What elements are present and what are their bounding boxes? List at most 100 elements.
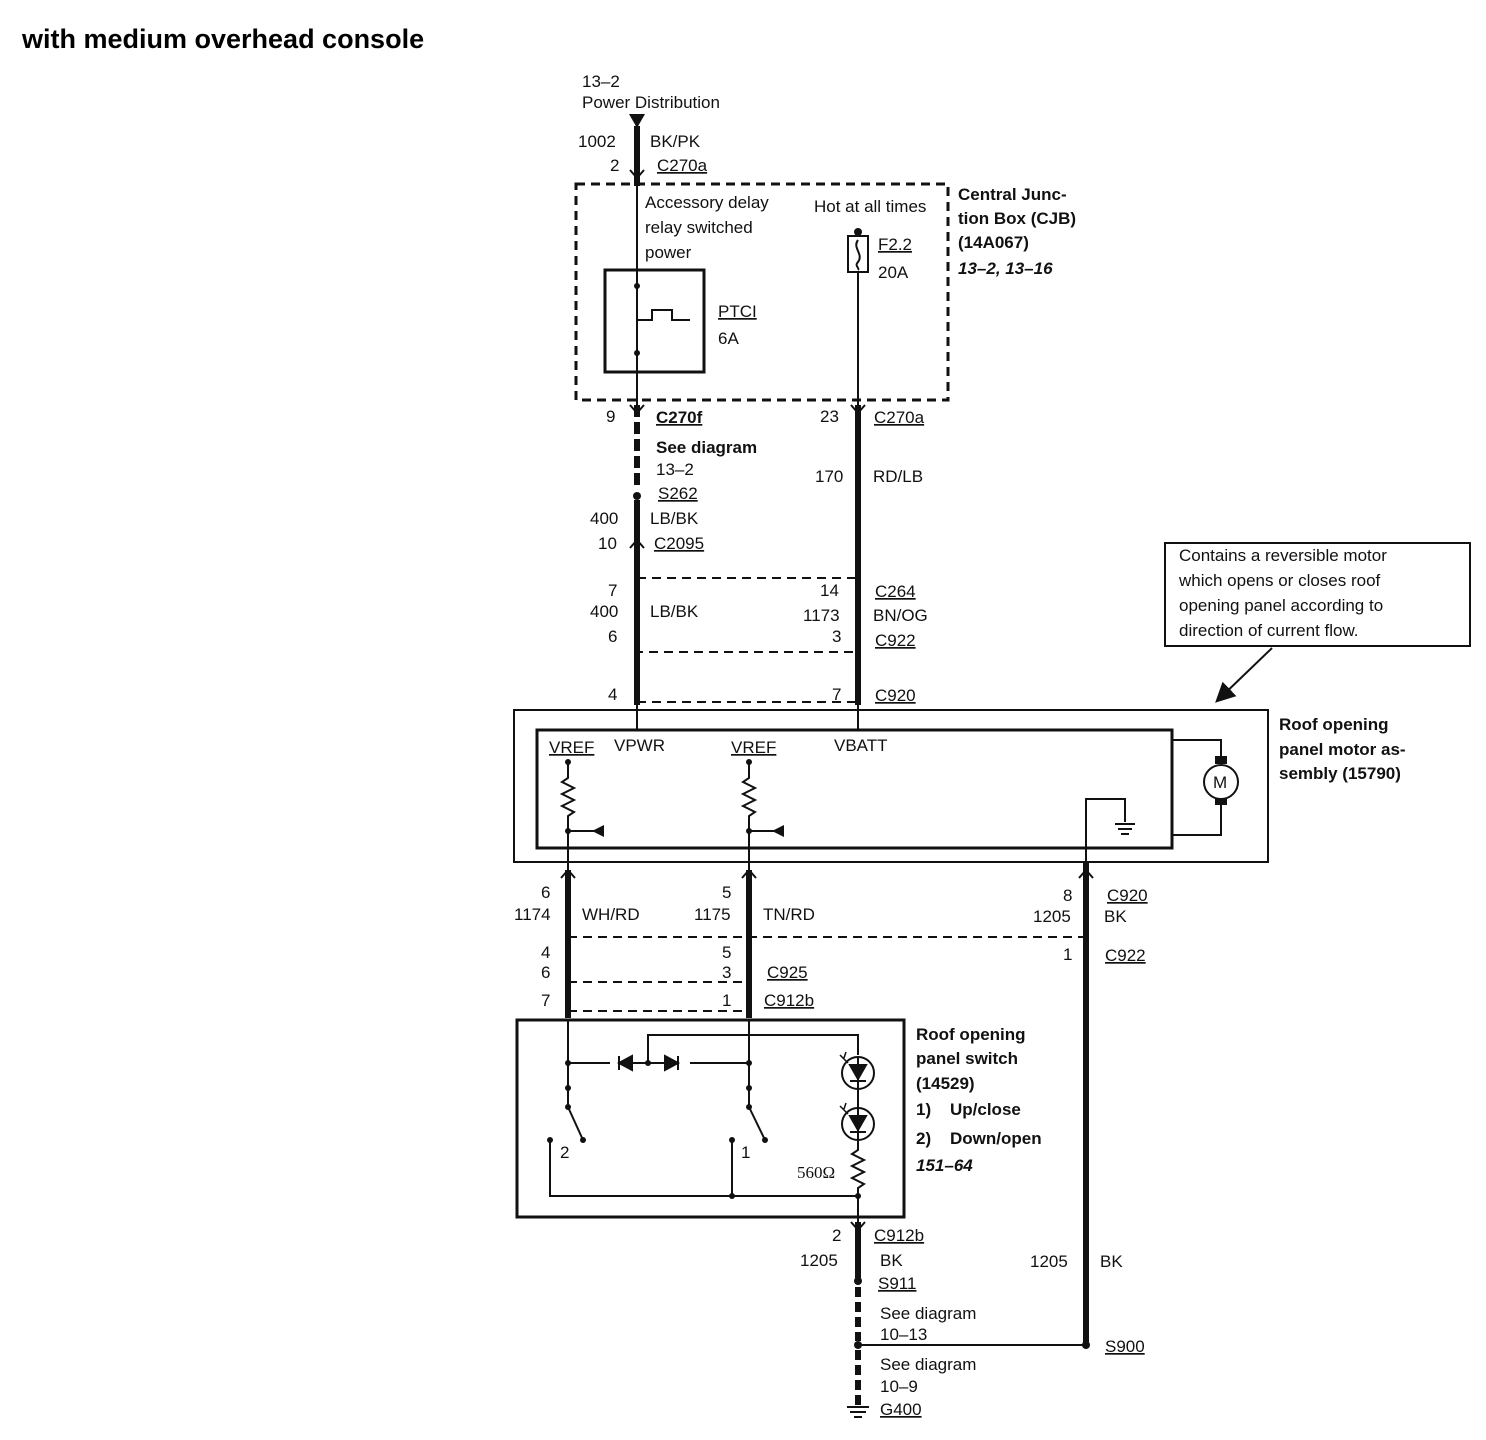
fuse-rating: 20A — [878, 263, 909, 282]
connector-c270a-top: C270a — [657, 156, 708, 175]
connector-c922-bottom: C922 — [1105, 946, 1146, 965]
switch-box — [515, 1018, 906, 1219]
source-label: Power Distribution — [582, 93, 720, 112]
see-diagram-10-13-l1: See diagram — [880, 1304, 976, 1323]
vpwr-label: VPWR — [614, 736, 665, 755]
accessory-line-1: Accessory delay — [645, 193, 769, 212]
motor-leads — [1172, 739, 1222, 836]
switch-name-2: panel switch — [916, 1049, 1018, 1068]
connector-chevron-icon — [629, 169, 645, 180]
circuit-1205-a: 1205 — [1033, 907, 1071, 926]
connector-c920-top: C920 — [875, 686, 916, 705]
circuit-1174: 1174 — [514, 905, 551, 924]
switch-opt-2-num: 2) — [916, 1129, 931, 1148]
fuse-label: F2.2 — [878, 235, 912, 254]
ptc-rating: 6A — [718, 329, 739, 348]
note-line-3: opening panel according to — [1179, 596, 1383, 615]
junction-dot — [565, 1085, 571, 1091]
pin-2-bottom: 2 — [832, 1226, 841, 1245]
connector-c270a-mid: C270a — [874, 408, 925, 427]
cjb-name-2: tion Box (CJB) — [958, 209, 1076, 228]
connector-c925: C925 — [767, 963, 808, 982]
switch-contact — [762, 1137, 768, 1143]
note-line-4: direction of current flow. — [1179, 621, 1359, 640]
splice-s262: S262 — [658, 484, 698, 503]
chevron-icon — [850, 404, 866, 415]
ptc-label: PTCI — [718, 302, 757, 321]
ptc-box — [603, 268, 706, 374]
connector-c2095: C2095 — [654, 534, 704, 553]
cjb-name-1: Central Junc- — [958, 185, 1067, 204]
ground-icon — [847, 1406, 869, 1418]
cjb-refs: 13–2, 13–16 — [958, 259, 1053, 278]
circuit-400-a: 400 — [590, 509, 618, 528]
see-diagram-10-13-l2: 10–13 — [880, 1325, 927, 1344]
pin-4-a: 4 — [541, 943, 550, 962]
circuit-170: 170 — [815, 467, 843, 486]
ground-g400: G400 — [880, 1400, 922, 1419]
pin-5-b: 5 — [722, 883, 731, 902]
chevron-icon — [629, 404, 645, 415]
ground-icon — [1115, 823, 1135, 835]
motor-name-2: panel motor as- — [1279, 740, 1406, 759]
junction-dot — [746, 1060, 752, 1066]
pin-10: 10 — [598, 534, 617, 553]
pin-23: 23 — [820, 407, 839, 426]
chevron-icon — [560, 868, 1094, 879]
note-line-1: Contains a reversible motor — [1179, 546, 1387, 565]
resistor-icon — [740, 762, 758, 870]
color-bnog: BN/OG — [873, 606, 928, 625]
motor-name-3: sembly (15790) — [1279, 764, 1401, 783]
switch-opt-2: Down/open — [950, 1129, 1042, 1148]
diagram-title: with medium overhead console — [21, 24, 424, 54]
ground-arrow-icon — [772, 825, 784, 837]
color-tnrd: TN/RD — [763, 905, 815, 924]
ground-arrow-icon — [592, 825, 604, 837]
connector-c912b-top: C912b — [764, 991, 814, 1010]
switch-ref: 151–64 — [916, 1156, 973, 1175]
connector-c922-top: C922 — [875, 631, 916, 650]
pin-2-top: 2 — [610, 156, 619, 175]
diode-icon — [664, 1054, 681, 1072]
see-diagram-13-2-l1: See diagram — [656, 438, 757, 457]
circuit-1205-c: 1205 — [1030, 1252, 1068, 1271]
hot-label: Hot at all times — [814, 197, 926, 216]
pin-6-left: 6 — [608, 627, 617, 646]
switch-contact — [580, 1137, 586, 1143]
source-ref: 13–2 — [582, 72, 620, 91]
accessory-line-2: relay switched — [645, 218, 753, 237]
pin-3-right: 3 — [832, 627, 841, 646]
resistor-icon — [849, 1140, 867, 1230]
pin-3-b: 3 — [722, 963, 731, 982]
led-diode-icon — [848, 1057, 868, 1089]
ptc-symbol-icon — [636, 286, 690, 353]
color-rdlb: RD/LB — [873, 467, 923, 486]
color-lbbk-a: LB/BK — [650, 509, 699, 528]
fuse-element-icon — [855, 239, 861, 271]
fuse-icon — [847, 235, 869, 273]
connector-c264: C264 — [875, 582, 916, 601]
pin-14: 14 — [820, 581, 839, 600]
pin-1-b: 1 — [722, 991, 731, 1010]
pin-5-b2: 5 — [722, 943, 731, 962]
motor-icon — [1203, 764, 1239, 800]
splice-s262-dot — [633, 492, 641, 500]
color-bk-c: BK — [1100, 1252, 1123, 1271]
led-diode-icon — [848, 1108, 868, 1140]
cjb-box — [574, 182, 950, 402]
color-bk-b: BK — [880, 1251, 903, 1270]
vbatt-label: VBATT — [834, 736, 888, 755]
resistor-560-label: 560Ω — [797, 1163, 835, 1182]
color-lbbk-b: LB/BK — [650, 602, 699, 621]
motor-label: M — [1213, 773, 1227, 792]
connector-c912b-bottom: C912b — [874, 1226, 924, 1245]
light-ray-icon — [839, 1051, 849, 1064]
diode-icon — [616, 1054, 633, 1072]
junction-dot — [565, 1060, 571, 1066]
pin-4-left: 4 — [608, 685, 617, 704]
motor-assembly-inner — [535, 728, 1174, 850]
light-ray-icon — [839, 1102, 849, 1115]
switch-opt-1-num: 1) — [916, 1100, 931, 1119]
switch-pos-1: 1 — [741, 1143, 750, 1162]
